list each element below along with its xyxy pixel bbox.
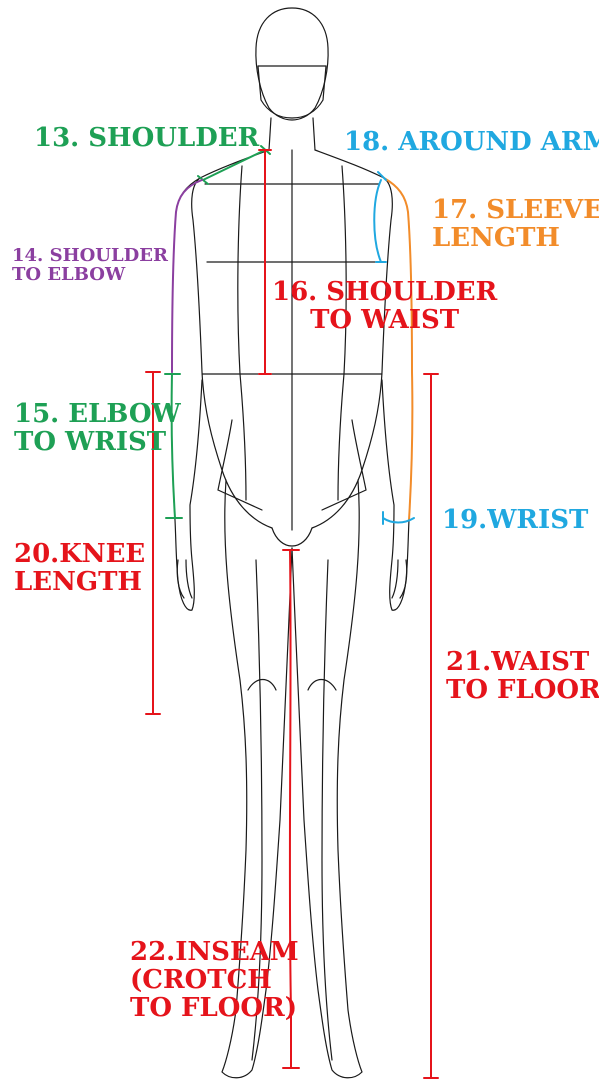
body-outline bbox=[172, 8, 413, 1078]
label-knee-length-line-1: 20.KNEE bbox=[14, 540, 145, 568]
label-wrist: 19.WRIST bbox=[442, 506, 588, 534]
label-shoulder: 13. SHOULDER bbox=[34, 124, 259, 152]
waist-to-floor-line bbox=[424, 374, 438, 1078]
right-knee bbox=[308, 680, 336, 691]
label-waist-to-floor-line-2: TO FLOOR bbox=[446, 676, 599, 704]
label-shoulder-to-waist-line-1: 16. SHOULDER bbox=[272, 278, 497, 306]
label-knee-length-line-2: LENGTH bbox=[14, 568, 145, 596]
crotch-outline bbox=[272, 528, 312, 546]
label-around-arm: 18. AROUND ARM bbox=[344, 128, 599, 156]
label-waist-to-floor: 21.WAIST TO FLOOR bbox=[446, 648, 599, 704]
princess-seam-left bbox=[238, 166, 246, 500]
label-elbow-to-wrist: 15. ELBOW TO WRIST bbox=[14, 400, 181, 456]
label-around-arm-line-1: 18. AROUND ARM bbox=[344, 128, 599, 156]
label-elbow-to-wrist-line-2: TO WRIST bbox=[14, 428, 181, 456]
right-leg-outline bbox=[292, 480, 362, 1078]
label-shoulder-to-waist-line-2: TO WAIST bbox=[272, 306, 497, 334]
label-shoulder-to-elbow-line-2: TO ELBOW bbox=[12, 265, 168, 284]
sleeve-length-line bbox=[384, 178, 412, 520]
label-knee-length: 20.KNEE LENGTH bbox=[14, 540, 145, 596]
label-shoulder-to-elbow: 14. SHOULDER TO ELBOW bbox=[12, 246, 168, 285]
right-arm-outline bbox=[382, 178, 412, 610]
label-inseam-line-3: TO FLOOR) bbox=[130, 994, 299, 1022]
head-outline bbox=[256, 8, 328, 120]
label-wrist-line-1: 19.WRIST bbox=[442, 506, 588, 534]
label-sleeve-length-line-1: 17. SLEEVE bbox=[432, 196, 599, 224]
label-sleeve-length: 17. SLEEVE LENGTH bbox=[432, 196, 599, 252]
right-leg-seam bbox=[322, 560, 332, 1060]
label-shoulder-to-elbow-line-1: 14. SHOULDER bbox=[12, 246, 168, 265]
around-arm-line bbox=[374, 172, 386, 262]
left-arm-outline bbox=[172, 178, 202, 610]
label-inseam: 22.INSEAM (CROTCH TO FLOOR) bbox=[130, 938, 299, 1022]
label-inseam-line-2: (CROTCH bbox=[130, 966, 299, 994]
label-sleeve-length-line-2: LENGTH bbox=[432, 224, 599, 252]
left-knee bbox=[248, 680, 276, 691]
label-elbow-to-wrist-line-1: 15. ELBOW bbox=[14, 400, 181, 428]
label-shoulder-line-1: 13. SHOULDER bbox=[34, 124, 259, 152]
face-mask bbox=[258, 66, 326, 118]
label-shoulder-to-waist: 16. SHOULDER TO WAIST bbox=[272, 278, 497, 334]
label-waist-to-floor-line-1: 21.WAIST bbox=[446, 648, 599, 676]
label-inseam-line-1: 22.INSEAM bbox=[130, 938, 299, 966]
neck-outline bbox=[269, 118, 315, 150]
